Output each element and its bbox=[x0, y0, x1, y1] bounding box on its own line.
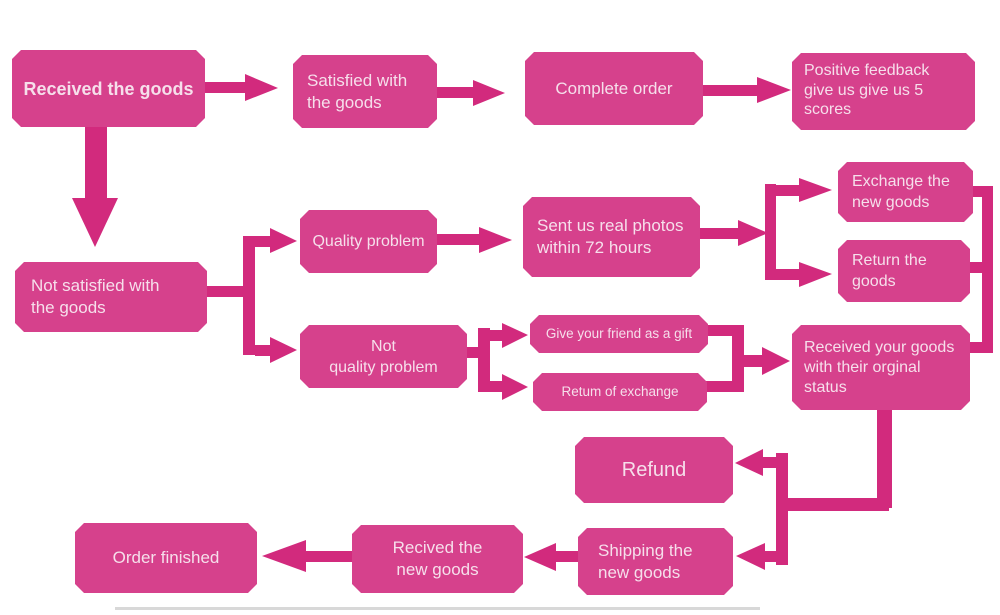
node-label: Received the goods bbox=[23, 78, 194, 99]
node-quality-problem: Quality problem bbox=[300, 210, 437, 273]
node-label: new goods bbox=[396, 560, 479, 579]
node-label: Positive feedback bbox=[804, 62, 930, 79]
node-label: Give your friend as a gift bbox=[545, 326, 693, 341]
node-complete-order: Complete order bbox=[525, 52, 703, 125]
node-label: Sent us real photos bbox=[537, 216, 684, 235]
node-refund: Refund bbox=[575, 437, 733, 503]
branch-gift-return-to-received-original bbox=[706, 325, 790, 392]
node-positive-feedback: Positive feedback give us give us 5 scor… bbox=[792, 53, 975, 130]
arrow-satisfied-to-complete-order bbox=[437, 80, 505, 106]
node-sent-real-photos: Sent us real photos within 72 hours bbox=[523, 197, 700, 277]
arrow-recived-to-order-finished bbox=[262, 540, 354, 572]
branch-not-quality-problem bbox=[467, 323, 528, 400]
arrow-received-to-satisfied bbox=[205, 74, 278, 101]
node-label: Received your goods bbox=[804, 338, 955, 356]
node-label: Order finished bbox=[112, 548, 220, 567]
node-label: the goods bbox=[307, 92, 382, 112]
node-return-of-exchange: Retum of exchange bbox=[533, 373, 707, 411]
node-label: Exchange the bbox=[852, 173, 950, 190]
node-order-finished: Order finished bbox=[75, 523, 257, 593]
node-recived-new-goods: Recived the new goods bbox=[352, 525, 523, 593]
node-label: quality problem bbox=[329, 358, 438, 376]
arrow-received-to-not-satisfied bbox=[72, 125, 118, 247]
node-label: Refund bbox=[621, 459, 687, 481]
node-label: new goods bbox=[598, 562, 681, 582]
node-return-the-goods: Return the goods bbox=[838, 240, 970, 302]
node-label: Complete order bbox=[555, 78, 673, 98]
node-label: the goods bbox=[31, 298, 106, 317]
node-received-goods-original-status: Received your goods with their orginal s… bbox=[792, 325, 970, 410]
node-label: Quality problem bbox=[312, 233, 425, 250]
node-label: Not satisfied with bbox=[31, 276, 160, 295]
node-label: within 72 hours bbox=[537, 238, 652, 257]
node-label: Return the bbox=[852, 252, 927, 269]
node-label: Recived the bbox=[392, 538, 483, 557]
node-label: scores bbox=[804, 101, 852, 118]
node-label: Not bbox=[371, 337, 396, 355]
node-satisfied-with-goods: Satisfied with the goods bbox=[293, 55, 437, 128]
branch-sent-photos bbox=[700, 178, 832, 287]
branch-not-satisfied bbox=[207, 228, 297, 363]
node-not-satisfied-with-goods: Not satisfied with the goods bbox=[15, 262, 207, 332]
node-label: new goods bbox=[852, 194, 930, 211]
node-label: status bbox=[804, 378, 847, 396]
node-label: Shipping the bbox=[598, 540, 693, 560]
node-label: with their orginal bbox=[804, 358, 921, 376]
node-shipping-new-goods: Shipping the new goods bbox=[578, 528, 733, 595]
node-give-friend-gift: Give your friend as a gift bbox=[530, 315, 708, 353]
node-received-the-goods: Received the goods bbox=[12, 50, 205, 127]
arrow-quality-problem-to-sent-photos bbox=[437, 227, 512, 253]
arrow-complete-order-to-positive-feedback bbox=[703, 77, 791, 103]
arrow-shipping-to-recived bbox=[524, 543, 580, 571]
node-exchange-new-goods: Exchange the new goods bbox=[838, 162, 973, 222]
node-label: goods bbox=[852, 273, 896, 290]
node-label: give us give us 5 bbox=[804, 81, 924, 99]
connector-exchange-return-to-received-original bbox=[963, 186, 993, 353]
bottom-divider-line bbox=[115, 607, 760, 610]
node-label: Satisfied with bbox=[307, 70, 408, 90]
node-not-quality-problem: Not quality problem bbox=[300, 325, 467, 388]
node-label: Retum of exchange bbox=[561, 384, 679, 399]
connector-received-original-to-refund-shipping bbox=[735, 405, 892, 570]
